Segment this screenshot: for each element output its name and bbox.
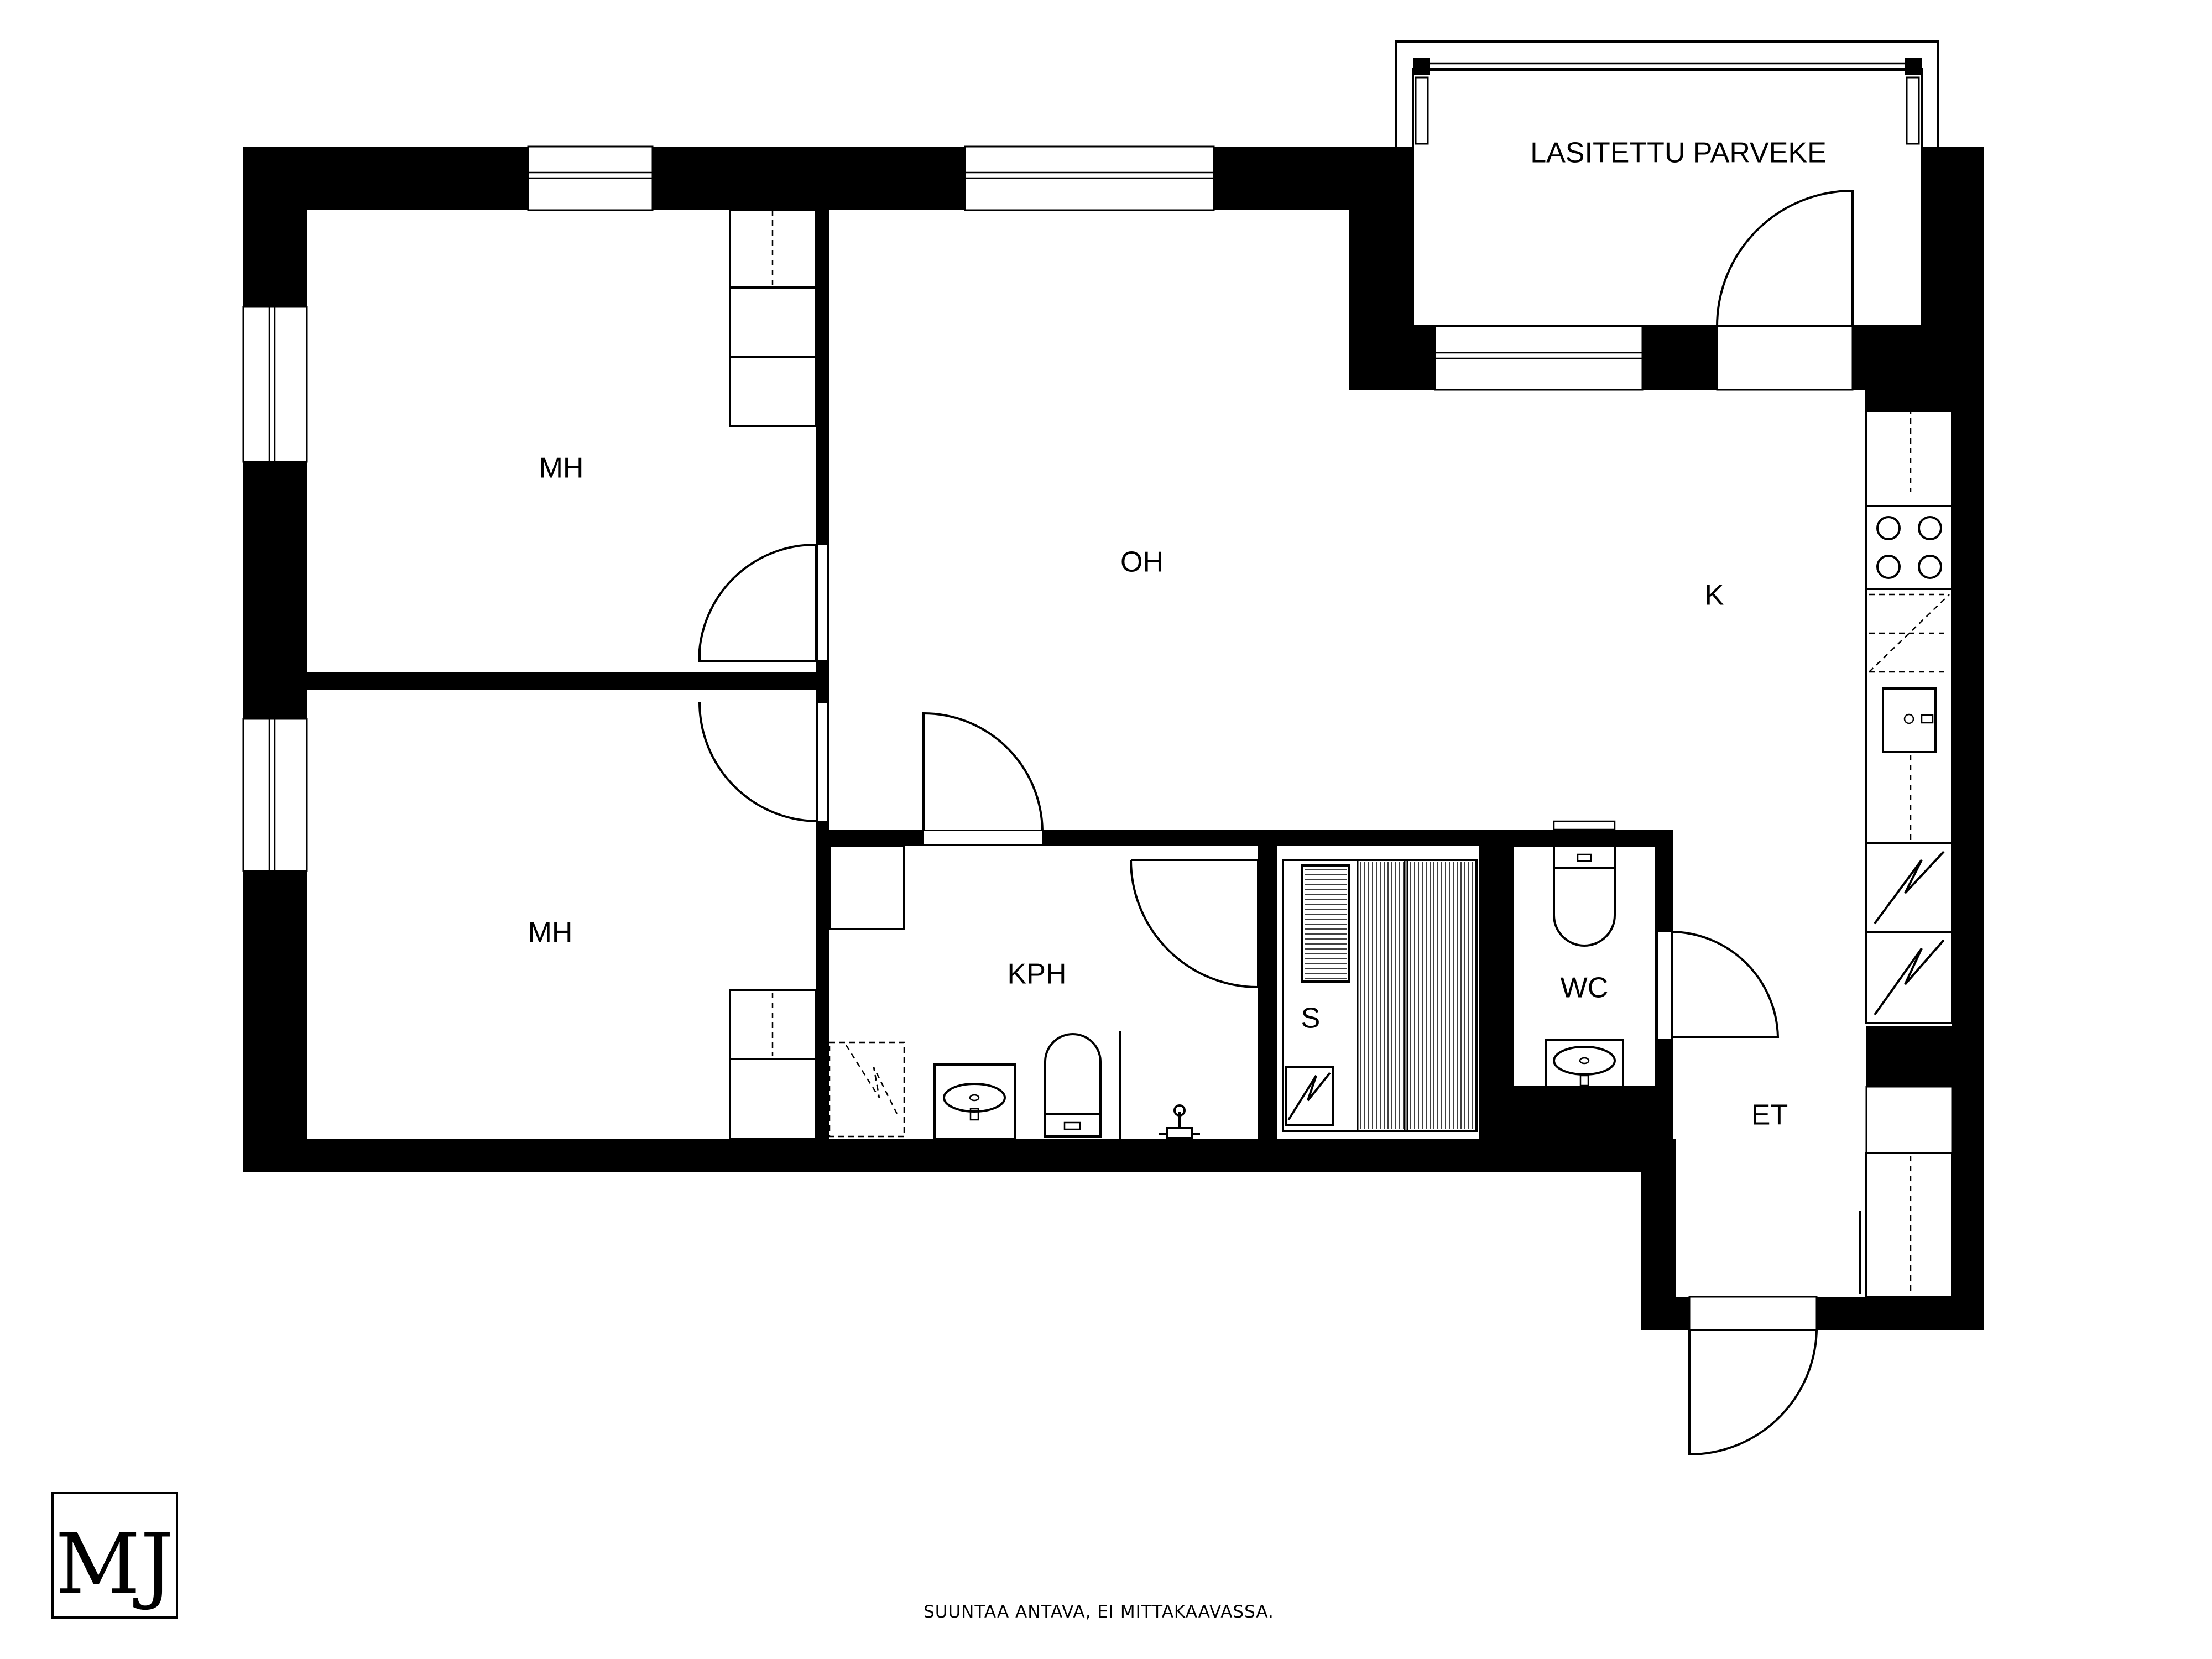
label-wc: WC: [1561, 972, 1609, 1004]
label-et: ET: [1751, 1099, 1788, 1131]
disclaimer-caption: SUUNTAA ANTAVA, EI MITTAKAAVASSA.: [924, 1602, 1274, 1622]
kitchen: [1865, 389, 1953, 1024]
kph-door: [922, 712, 1044, 846]
logo-text: MJ: [55, 1516, 174, 1613]
windows: [242, 145, 1953, 1331]
bedroom-top: [698, 209, 830, 662]
label-k: K: [1705, 580, 1724, 612]
room-labels: MH MH OH K LASITETTU PARVEKE KPH S WC ET: [528, 137, 1827, 1131]
sauna-bench: [1406, 859, 1478, 1132]
wc-room: [1511, 820, 1657, 1088]
company-logo: MJ: [51, 1492, 178, 1619]
label-mh-top: MH: [539, 452, 584, 484]
sauna-bench: [1357, 859, 1406, 1132]
label-oh: OH: [1120, 546, 1164, 578]
bathroom: [828, 845, 1259, 1140]
bedroom-bottom: [698, 702, 828, 1140]
balcony: [1395, 40, 1939, 327]
walls: [243, 147, 1984, 1330]
label-kph: KPH: [1008, 958, 1067, 990]
label-mh-bottom: MH: [528, 917, 573, 949]
label-balcony: LASITETTU PARVEKE: [1530, 137, 1827, 169]
entrance: [1657, 931, 1953, 1456]
label-s: S: [1301, 1003, 1321, 1035]
sauna: [1282, 859, 1478, 1132]
